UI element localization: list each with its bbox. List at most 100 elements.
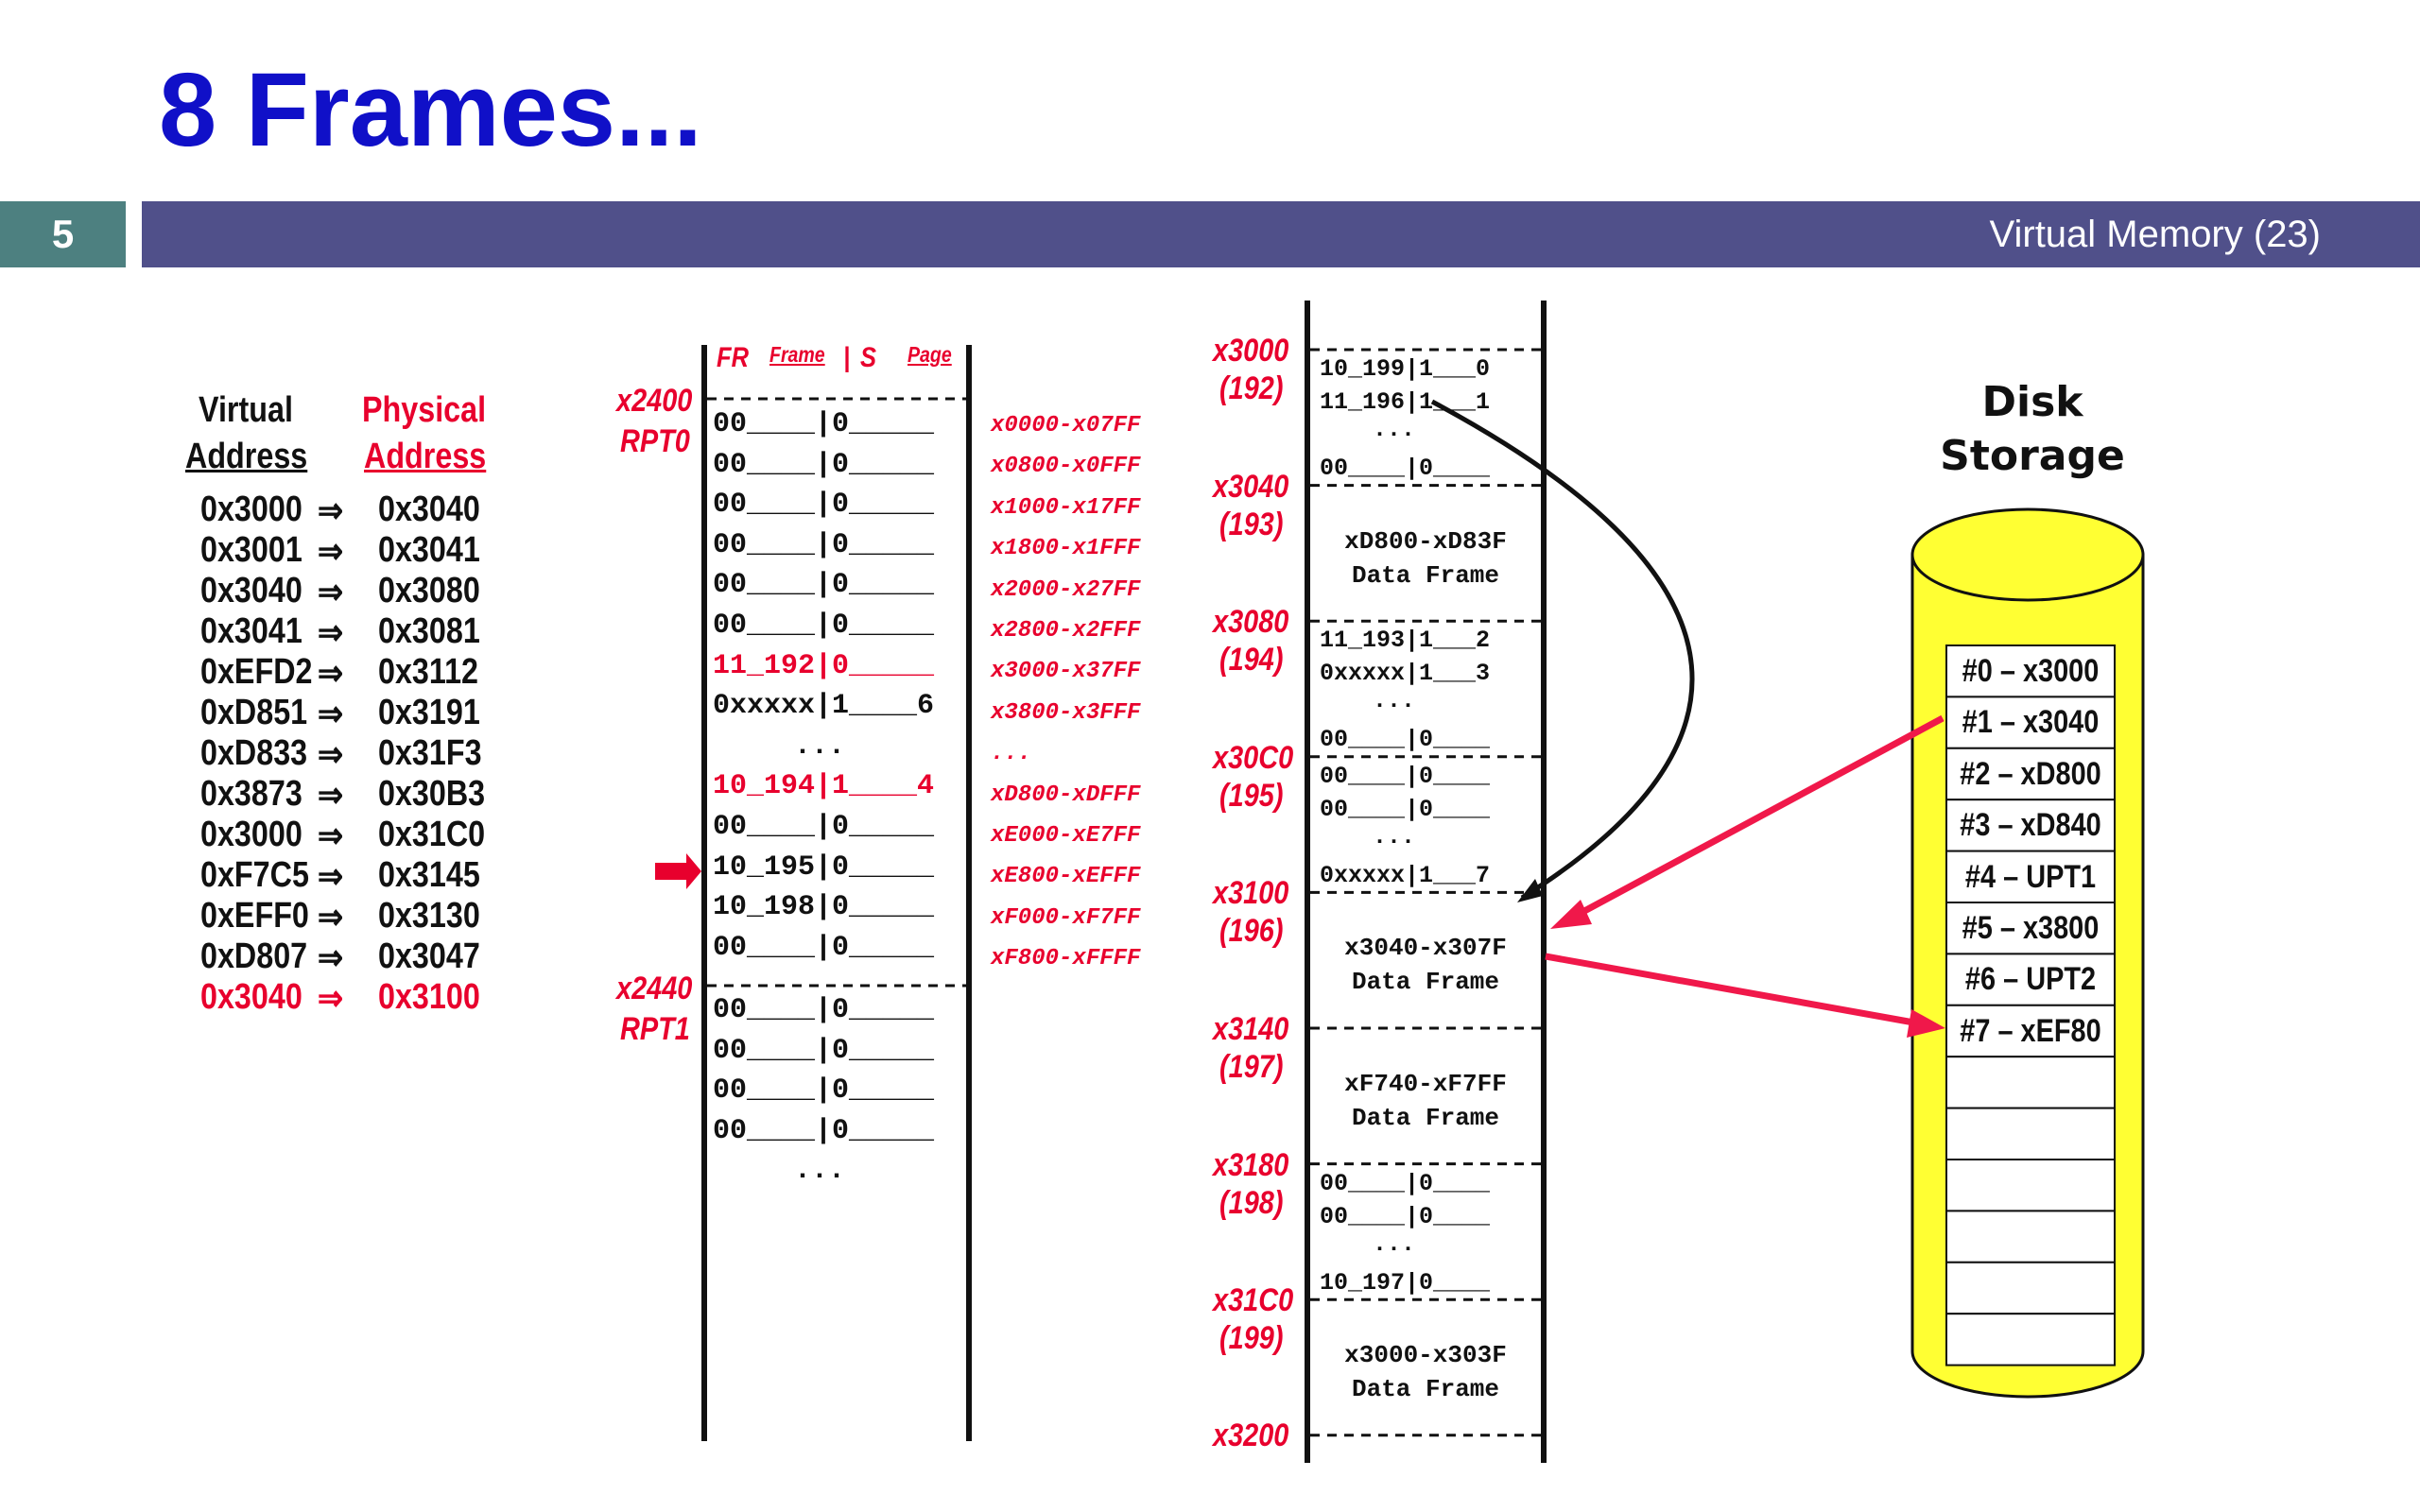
disk-slot bbox=[1945, 1107, 2116, 1160]
physical-address: 0x3040 bbox=[378, 490, 480, 529]
rpt-entry: 00____|0_____ bbox=[713, 931, 935, 964]
disk-slot bbox=[1945, 747, 2116, 801]
rpt-col-frame: Frame bbox=[769, 342, 825, 367]
frame-entry: 10_197|0____ bbox=[1320, 1268, 1491, 1297]
physical-address: 0x3100 bbox=[378, 977, 480, 1017]
page-range: xD800-xDFFF bbox=[991, 782, 1141, 808]
translate-arrow-icon: ⇒ bbox=[318, 654, 344, 694]
disk-slot bbox=[1945, 902, 2116, 955]
translate-arrow-icon: ⇒ bbox=[318, 573, 344, 612]
frame-number: (198) bbox=[1219, 1184, 1284, 1221]
rpt-entry: 00____|0_____ bbox=[713, 448, 935, 481]
page-range: ... bbox=[991, 741, 1032, 767]
disk-slot bbox=[1945, 1159, 2116, 1212]
disk-slot-label: #4 – UPT1 bbox=[1964, 858, 2097, 895]
virtual-address: 0x3040 bbox=[200, 977, 302, 1017]
disk-title-2: Storage bbox=[1940, 432, 2125, 480]
page-title: 8 Frames... bbox=[159, 52, 702, 168]
rpt-col-page: Page bbox=[908, 342, 952, 367]
frame-entry: 00____|0____ bbox=[1320, 726, 1491, 754]
rpt-entry: 00____|0_____ bbox=[713, 1074, 935, 1108]
rpt-entry: 0xxxxx|1____6 bbox=[713, 690, 935, 723]
frame-number: (195) bbox=[1219, 777, 1284, 814]
header-physical-2: Address bbox=[364, 437, 487, 476]
frame-content: Data Frame bbox=[1351, 1104, 1500, 1132]
frame-entry: 00____|0____ bbox=[1320, 762, 1491, 790]
virtual-address: 0xD807 bbox=[200, 936, 308, 976]
rpt-entry: 00____|0_____ bbox=[713, 528, 935, 561]
frame-content: Data Frame bbox=[1351, 560, 1500, 590]
rpt-entry: 00____|0_____ bbox=[713, 610, 935, 642]
frame-number: (193) bbox=[1219, 506, 1284, 542]
frame-number: (192) bbox=[1219, 370, 1284, 406]
rpt-entry: 00____|0_____ bbox=[713, 569, 935, 602]
disk-slot bbox=[1945, 1004, 2116, 1058]
page-range: x2800-x2FFF bbox=[991, 618, 1141, 644]
frame-entry: 11_196|1___1 bbox=[1320, 388, 1491, 416]
memory-end-address: x3200 bbox=[1213, 1418, 1289, 1453]
frame-address: x3040 bbox=[1213, 468, 1289, 505]
translate-arrow-icon: ⇒ bbox=[318, 816, 344, 856]
rpt0-label: RPT0 bbox=[620, 423, 690, 459]
frame-entry: 11_193|1___2 bbox=[1320, 627, 1491, 655]
frame-entry: 00____|0____ bbox=[1320, 1202, 1491, 1230]
rpt-entry: 00____|0_____ bbox=[713, 1114, 935, 1147]
slide-number-box bbox=[0, 201, 126, 267]
physical-address: 0x3081 bbox=[378, 611, 480, 651]
disk-slot bbox=[1945, 1210, 2116, 1263]
rpt-entry: ... bbox=[794, 730, 846, 763]
frame-number: (194) bbox=[1219, 642, 1284, 679]
rpt-col-sep: | bbox=[843, 342, 851, 373]
header-virtual-1: Virtual bbox=[199, 390, 293, 430]
frame-entry: 00____|0____ bbox=[1320, 1169, 1491, 1197]
virtual-address: 0x3040 bbox=[200, 571, 302, 610]
frame-address: x30C0 bbox=[1213, 739, 1294, 776]
frame-address: x3100 bbox=[1213, 875, 1289, 912]
translate-arrow-icon: ⇒ bbox=[318, 979, 344, 1019]
rpt-entry: 11_192|0_____ bbox=[713, 649, 935, 682]
frame-entry: 0xxxxx|1___7 bbox=[1320, 861, 1491, 889]
rpt1-address: x2440 bbox=[616, 971, 693, 1006]
disk-slot-label: #0 – x3000 bbox=[1962, 653, 2100, 689]
physical-address: 0x3047 bbox=[378, 936, 480, 976]
frame-entry: 00____|0____ bbox=[1320, 455, 1491, 482]
frame-address: x3140 bbox=[1213, 1011, 1289, 1047]
page-range: xE000-xE7FF bbox=[991, 823, 1141, 849]
translate-arrow-icon: ⇒ bbox=[318, 938, 344, 978]
frame-number: (199) bbox=[1219, 1320, 1284, 1357]
frame-entry: 00____|0____ bbox=[1320, 795, 1491, 823]
physical-address: 0x3112 bbox=[378, 652, 479, 692]
physical-address: 0x3145 bbox=[378, 855, 480, 895]
translate-arrow-icon: ⇒ bbox=[318, 695, 344, 734]
disk-slot-label: #6 – UPT2 bbox=[1964, 961, 2097, 998]
header-physical-1: Physical bbox=[362, 390, 487, 430]
disk-slot-label: #1 – x3040 bbox=[1962, 704, 2100, 741]
virtual-address: 0x3000 bbox=[200, 490, 302, 529]
disk-slot bbox=[1945, 850, 2116, 903]
translate-arrow-icon: ⇒ bbox=[318, 532, 344, 572]
disk-slot-label: #5 – x3800 bbox=[1962, 910, 2100, 946]
virtual-address: 0xEFD2 bbox=[200, 652, 313, 692]
frame-address: x3000 bbox=[1213, 333, 1289, 369]
rpt1-label: RPT1 bbox=[620, 1011, 690, 1047]
frame-number: (197) bbox=[1219, 1049, 1284, 1085]
disk-title-1: Disk bbox=[1981, 378, 2083, 426]
page-range: x0000-x07FF bbox=[991, 413, 1141, 438]
frame-entry: 10_199|1___0 bbox=[1320, 355, 1491, 383]
rpt-col-fr: FR bbox=[717, 342, 749, 373]
physical-address: 0x3130 bbox=[378, 896, 480, 936]
rpt-entry: 00____|0_____ bbox=[713, 1034, 935, 1067]
page-range: x0800-x0FFF bbox=[991, 454, 1141, 480]
translate-arrow-icon: ⇒ bbox=[318, 898, 344, 937]
physical-address: 0x3041 bbox=[378, 530, 480, 570]
frame-number: (196) bbox=[1219, 913, 1284, 950]
disk-cylinder-icon bbox=[1910, 507, 2145, 1399]
frame-entry: ... bbox=[1373, 416, 1416, 443]
disk-slot bbox=[1945, 1261, 2116, 1315]
frame-content: x3040-x307F bbox=[1344, 934, 1507, 963]
physical-address: 0x31C0 bbox=[378, 815, 486, 854]
disk-slot bbox=[1945, 799, 2116, 852]
frame-entry: 0xxxxx|1___3 bbox=[1320, 660, 1491, 688]
virtual-address: 0x3001 bbox=[200, 530, 302, 570]
